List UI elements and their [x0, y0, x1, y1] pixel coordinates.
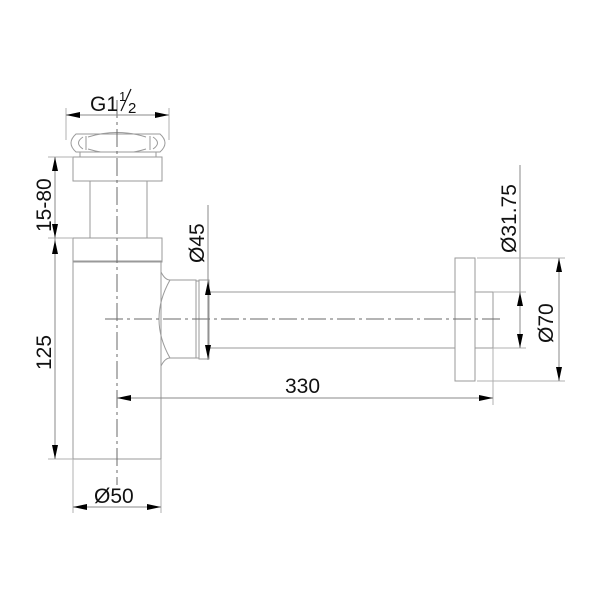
- tailpiece-length-label: 15-80: [33, 178, 56, 232]
- thread-fraction-num: 1: [119, 89, 126, 104]
- dim-pipe-diameter: Ø31.75: [493, 165, 526, 349]
- dim-body-height: 125: [33, 238, 73, 460]
- dim-pipe-length: 330: [117, 348, 494, 405]
- dim-outlet-diameter: Ø45: [186, 205, 211, 360]
- pipe-length-label: 330: [285, 375, 320, 398]
- top-nut: [70, 132, 166, 158]
- horizontal-pipe: [208, 291, 456, 349]
- outlet-diameter-label: Ø45: [186, 223, 209, 263]
- pipe-diameter-label: Ø31.75: [498, 184, 521, 253]
- thread-label-prefix: G1: [90, 93, 118, 116]
- dim-tailpiece-length: 15-80: [33, 156, 73, 239]
- body-height-label: 125: [33, 335, 56, 370]
- thread-fraction-den: 2: [128, 100, 136, 117]
- dim-wall-flange-diameter: Ø70: [477, 257, 565, 382]
- dim-thread: G1 1 2: [65, 88, 170, 140]
- body-diameter-label: Ø50: [94, 485, 134, 508]
- center-lines: [105, 100, 500, 485]
- dim-body-diameter: Ø50: [72, 459, 162, 513]
- wall-flange-diameter-label: Ø70: [535, 303, 558, 343]
